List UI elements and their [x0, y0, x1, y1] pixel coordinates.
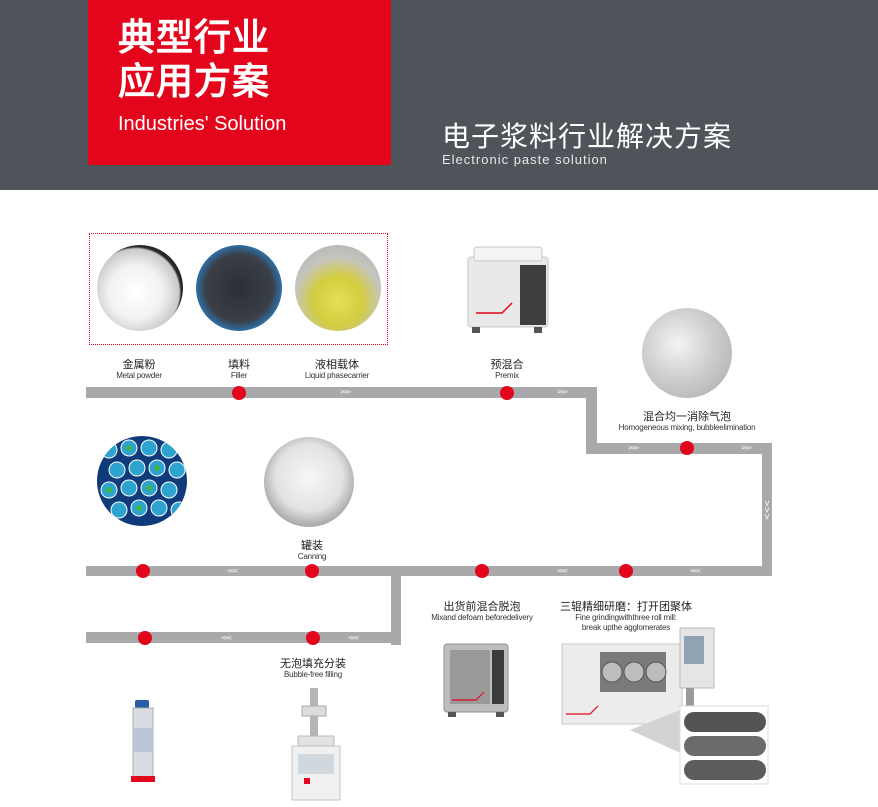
arrow-right: >>> — [628, 444, 639, 452]
arrow-right: >>> — [340, 388, 351, 396]
page-subtitle: Electronic paste solution — [442, 152, 608, 167]
node-homogeneous — [680, 441, 694, 455]
arrow-left: <<< — [221, 634, 232, 642]
label-deliver-defoam: 出货前混合脱泡 Mixand defoam beforedelivery — [431, 600, 533, 622]
flow-line-row3 — [86, 566, 772, 576]
node-product — [136, 564, 150, 578]
arrow-right: >>> — [741, 444, 752, 452]
product-cans-image — [97, 436, 187, 526]
label-three-roll-mill: 三辊精细研磨：打开团聚体 Fine grindingwiththree roll… — [560, 600, 692, 632]
arrow-left: <<< — [348, 634, 359, 642]
node-canning — [305, 564, 319, 578]
arrow-left: <<< — [690, 567, 701, 575]
node-filling — [306, 631, 320, 645]
badge-title-line2: 应用方案 — [118, 60, 270, 103]
label-metal-powder: 金属粉 Metal powder — [116, 358, 162, 380]
node-filler — [232, 386, 246, 400]
homogeneous-paste-image — [642, 308, 732, 398]
page-title: 电子浆料行业解决方案 — [442, 120, 733, 153]
node-mill — [619, 564, 633, 578]
flow-line-down — [762, 443, 772, 576]
liquid-carrier-image — [295, 245, 381, 331]
category-badge: 典型行业 应用方案 Industries' Solution — [88, 0, 391, 165]
label-canning: 罐装 Canning — [297, 539, 327, 561]
label-bubble-free-filling: 无泡填充分装 Bubble-free filling — [280, 657, 346, 679]
syringe-product-image — [131, 700, 155, 782]
flow-line-connector1 — [586, 387, 597, 454]
node-syringe — [138, 631, 152, 645]
label-filler: 填料 Filler — [228, 358, 250, 380]
arrow-left: <<< — [557, 567, 568, 575]
arrow-down: >>> — [762, 499, 772, 521]
metal-powder-image — [97, 245, 183, 331]
premix-machine-image — [467, 246, 549, 333]
flow-line-connector2 — [391, 571, 401, 645]
node-premix — [500, 386, 514, 400]
three-roll-mill-image — [561, 627, 769, 785]
raw-materials-box — [89, 233, 388, 345]
label-premix: 预混合 Premix — [490, 358, 524, 380]
flow-line-row2 — [586, 443, 772, 454]
badge-title-line1: 典型行业 — [118, 16, 270, 59]
filler-image — [196, 245, 282, 331]
filling-machine-image — [291, 688, 341, 801]
canning-lid-image — [264, 437, 354, 527]
flow-line-row1 — [86, 387, 594, 398]
flow-line-row4 — [86, 632, 401, 643]
arrow-right: >>> — [557, 388, 568, 396]
arrow-left: <<< — [227, 567, 238, 575]
node-deliver — [475, 564, 489, 578]
header-banner: 典型行业 应用方案 Industries' Solution 电子浆料行业解决方… — [0, 0, 878, 190]
badge-subtitle: Industries' Solution — [118, 113, 287, 135]
defoam-machine-image — [443, 643, 509, 717]
label-liquid-carrier: 液相载体 Liquid phasecarrier — [304, 358, 370, 380]
label-homogeneous: 混合均一消除气泡 Homogeneous mixing, bubbleelimi… — [618, 410, 756, 432]
